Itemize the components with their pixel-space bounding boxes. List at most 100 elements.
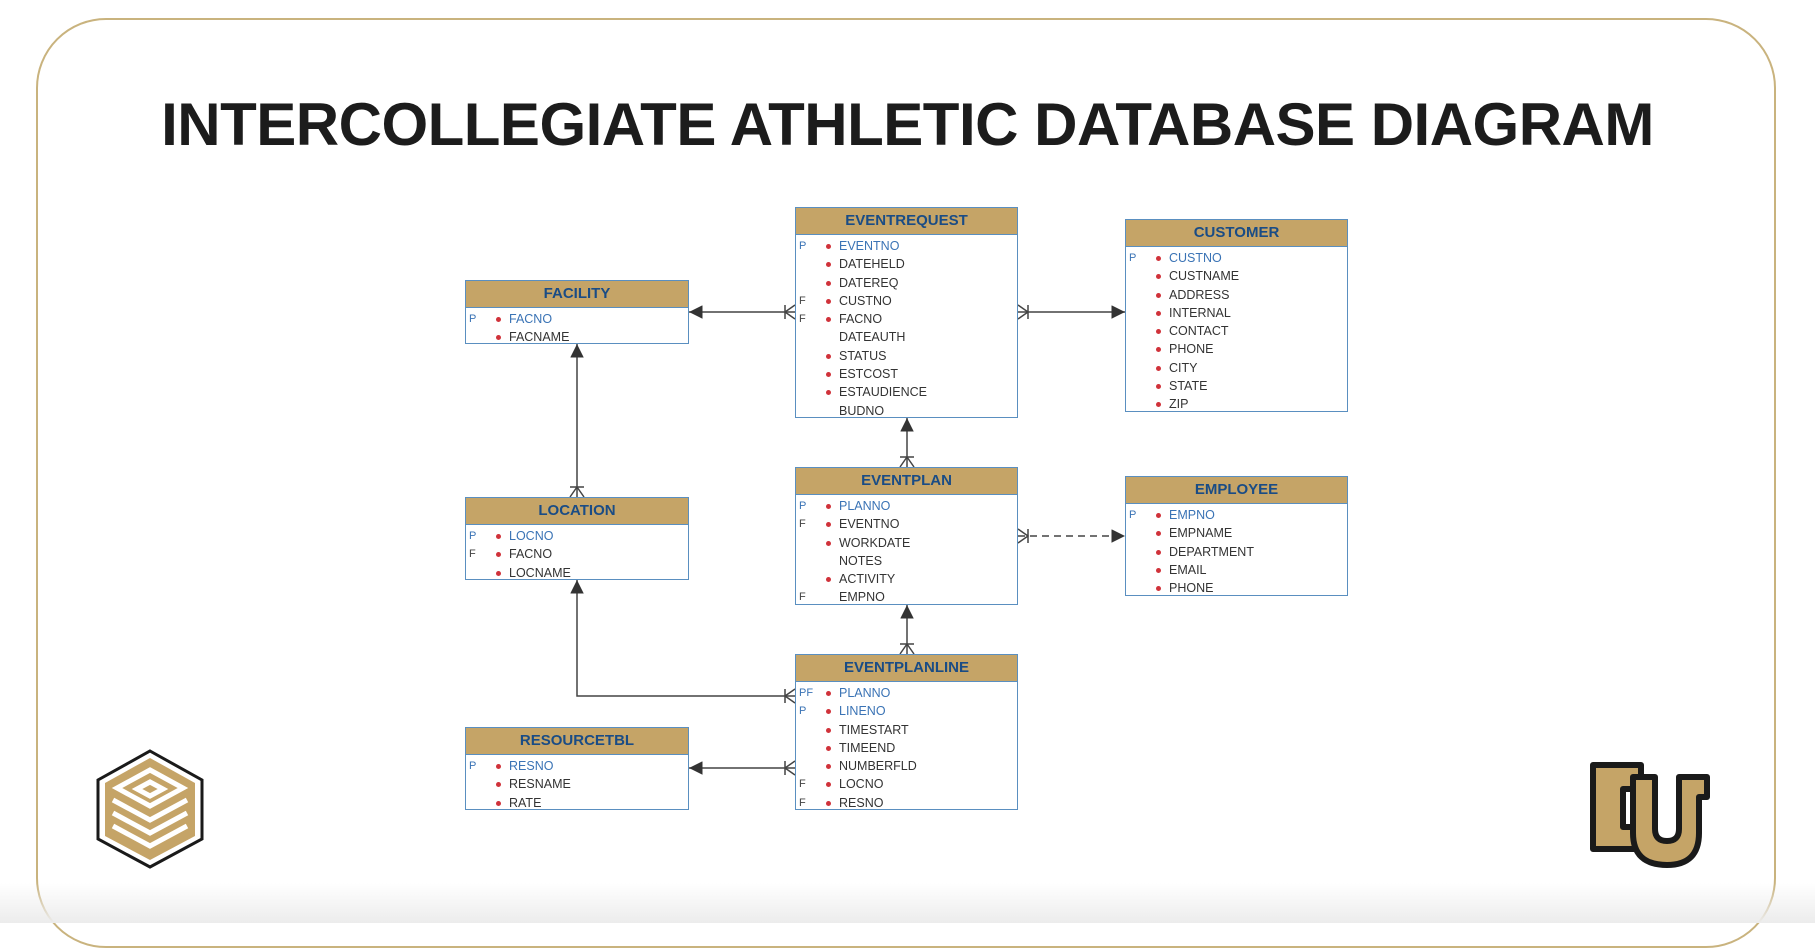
mandatory-dot-icon bbox=[496, 782, 501, 788]
attribute-row: F FACNO bbox=[466, 545, 688, 563]
mandatory-dot-icon bbox=[826, 244, 831, 249]
key-marker: P bbox=[799, 500, 807, 512]
mandatory-dot-icon bbox=[826, 782, 831, 788]
crowfoot-eventrequest-customer bbox=[1017, 304, 1030, 320]
attribute-name: ZIP bbox=[1169, 397, 1189, 412]
attribute-row: EMAIL bbox=[1126, 561, 1347, 579]
mandatory-dot-icon bbox=[826, 540, 831, 546]
mandatory-dot-icon bbox=[1156, 513, 1161, 518]
mandatory-dot-icon bbox=[826, 727, 831, 733]
mandatory-dot-icon bbox=[1156, 365, 1161, 371]
rel-eventplanline-location bbox=[570, 580, 795, 697]
key-marker: F bbox=[799, 591, 806, 604]
attribute-name: LINENO bbox=[839, 704, 886, 719]
attribute-name: RESNAME bbox=[509, 777, 571, 792]
attribute-name: EMPNAME bbox=[1169, 526, 1233, 541]
attribute-row: ESTCOST bbox=[796, 365, 1017, 383]
key-marker: P bbox=[469, 760, 477, 772]
attribute-name: DATEHELD bbox=[839, 257, 905, 272]
mandatory-dot-icon bbox=[496, 335, 501, 341]
mandatory-dot-icon bbox=[496, 764, 501, 769]
attribute-name: LOCNO bbox=[509, 529, 554, 543]
attribute-name: EMPNO bbox=[1169, 508, 1215, 522]
bottom-fade bbox=[0, 883, 1815, 923]
mandatory-dot-icon bbox=[826, 577, 831, 583]
mandatory-dot-icon bbox=[826, 709, 831, 715]
cu-logo-icon bbox=[1590, 762, 1710, 868]
key-marker: F bbox=[469, 548, 476, 561]
mandatory-dot-icon bbox=[1156, 274, 1161, 280]
mandatory-dot-icon bbox=[1156, 256, 1161, 261]
mandatory-dot-icon bbox=[1156, 402, 1161, 408]
mandatory-dot-icon bbox=[826, 764, 831, 770]
attribute-row: TIMEEND bbox=[796, 739, 1017, 757]
attribute-name: CITY bbox=[1169, 360, 1198, 375]
mandatory-dot-icon bbox=[826, 390, 831, 396]
attribute-row: RESNAME bbox=[466, 775, 688, 793]
attribute-name: FACNO bbox=[509, 547, 553, 562]
entity-header: FACILITY bbox=[466, 281, 688, 308]
mandatory-dot-icon bbox=[1156, 586, 1161, 592]
mandatory-dot-icon bbox=[496, 552, 501, 558]
attribute-name: WORKDATE bbox=[839, 535, 911, 550]
attribute-row: BUDNO bbox=[796, 402, 1017, 420]
mandatory-dot-icon bbox=[826, 353, 831, 359]
crowfoot-eventplan-eventrequest bbox=[899, 455, 915, 468]
attribute-row: DATEREQ bbox=[796, 274, 1017, 292]
attribute-name: DATEAUTH bbox=[839, 330, 906, 345]
entity-header: LOCATION bbox=[466, 498, 688, 525]
attribute-name: PHONE bbox=[1169, 581, 1214, 596]
mandatory-dot-icon bbox=[1156, 567, 1161, 573]
attribute-name: NUMBERFLD bbox=[839, 759, 917, 774]
mandatory-dot-icon bbox=[826, 317, 831, 323]
attribute-name: TIMESTART bbox=[839, 722, 909, 737]
attribute-name: CUSTNAME bbox=[1169, 269, 1240, 284]
attribute-name: INTERNAL bbox=[1169, 305, 1231, 320]
mandatory-dot-icon bbox=[1156, 329, 1161, 335]
mandatory-dot-icon bbox=[496, 534, 501, 539]
mandatory-dot-icon bbox=[496, 570, 501, 576]
attribute-row: ESTAUDIENCE bbox=[796, 383, 1017, 401]
entity-header: EVENTPLAN bbox=[796, 468, 1017, 495]
crowfoot-eventplanline-location bbox=[783, 688, 796, 704]
attribute-row: FACNAME bbox=[466, 328, 688, 346]
mandatory-dot-icon bbox=[826, 298, 831, 304]
attribute-name: FACNO bbox=[509, 312, 553, 326]
attribute-name: DATEREQ bbox=[839, 275, 899, 290]
entity-header: EMPLOYEE bbox=[1126, 477, 1347, 504]
attribute-name: CUSTNO bbox=[839, 293, 892, 308]
attribute-row: WORKDATE bbox=[796, 534, 1017, 552]
crowfoot-eventrequest-facility bbox=[783, 304, 796, 320]
attribute-name: RESNO bbox=[839, 795, 884, 810]
attribute-name: EMAIL bbox=[1169, 562, 1207, 577]
mandatory-dot-icon bbox=[826, 280, 831, 286]
key-marker: F bbox=[799, 778, 806, 791]
attribute-row: DATEHELD bbox=[796, 255, 1017, 273]
entity-header: EVENTPLANLINE bbox=[796, 655, 1017, 682]
attribute-name: PLANNO bbox=[839, 499, 891, 513]
attribute-row: ACTIVITY bbox=[796, 570, 1017, 588]
attribute-name: ESTCOST bbox=[839, 367, 899, 382]
entity-header: RESOURCETBL bbox=[466, 728, 688, 755]
attribute-name: EMPNO bbox=[839, 590, 885, 605]
attribute-name: EVENTNO bbox=[839, 517, 900, 532]
attribute-name: CONTACT bbox=[1169, 324, 1229, 339]
entity-header: CUSTOMER bbox=[1126, 220, 1347, 247]
